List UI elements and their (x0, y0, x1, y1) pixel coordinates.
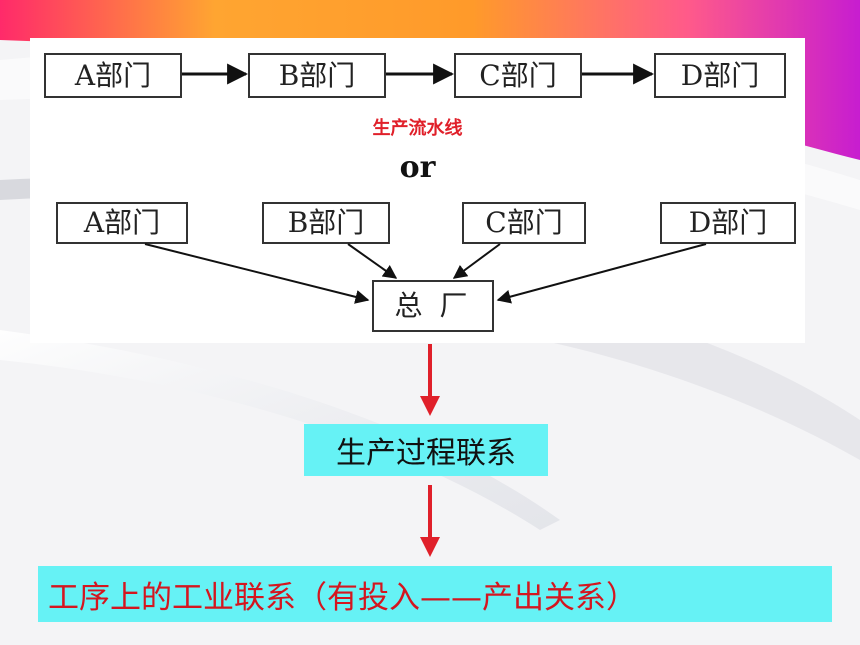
pipeline-node-a: A部门 (44, 53, 182, 98)
hub-arrow-d (496, 243, 707, 304)
pipeline-node-d: D部门 (654, 53, 786, 98)
hub-node-d: D部门 (660, 202, 796, 244)
process-link-box: 生产过程联系 (304, 424, 548, 476)
hub-node-a: A部门 (56, 202, 188, 244)
industrial-relation-box: 工序上的工业联系（有投入——产出关系） (38, 566, 832, 622)
hub-arrow-b (347, 243, 398, 279)
hub-arrow-c (452, 243, 501, 279)
or-label: or (399, 150, 436, 185)
hub-node-c: C部门 (462, 202, 586, 244)
diagram-panel: A部门 B部门 C部门 D部门 生产流水线 or A部门 B部门 C部门 D部门… (30, 38, 805, 343)
pipeline-node-c: C部门 (454, 53, 582, 98)
hub-node-b: B部门 (262, 202, 390, 244)
pipeline-label: 生产流水线 (372, 118, 463, 139)
hub-node-main-factory: 总 厂 (372, 280, 494, 332)
hub-arrow-a (144, 243, 370, 304)
pipeline-node-b: B部门 (248, 53, 386, 98)
diagram-connectors (144, 63, 707, 304)
